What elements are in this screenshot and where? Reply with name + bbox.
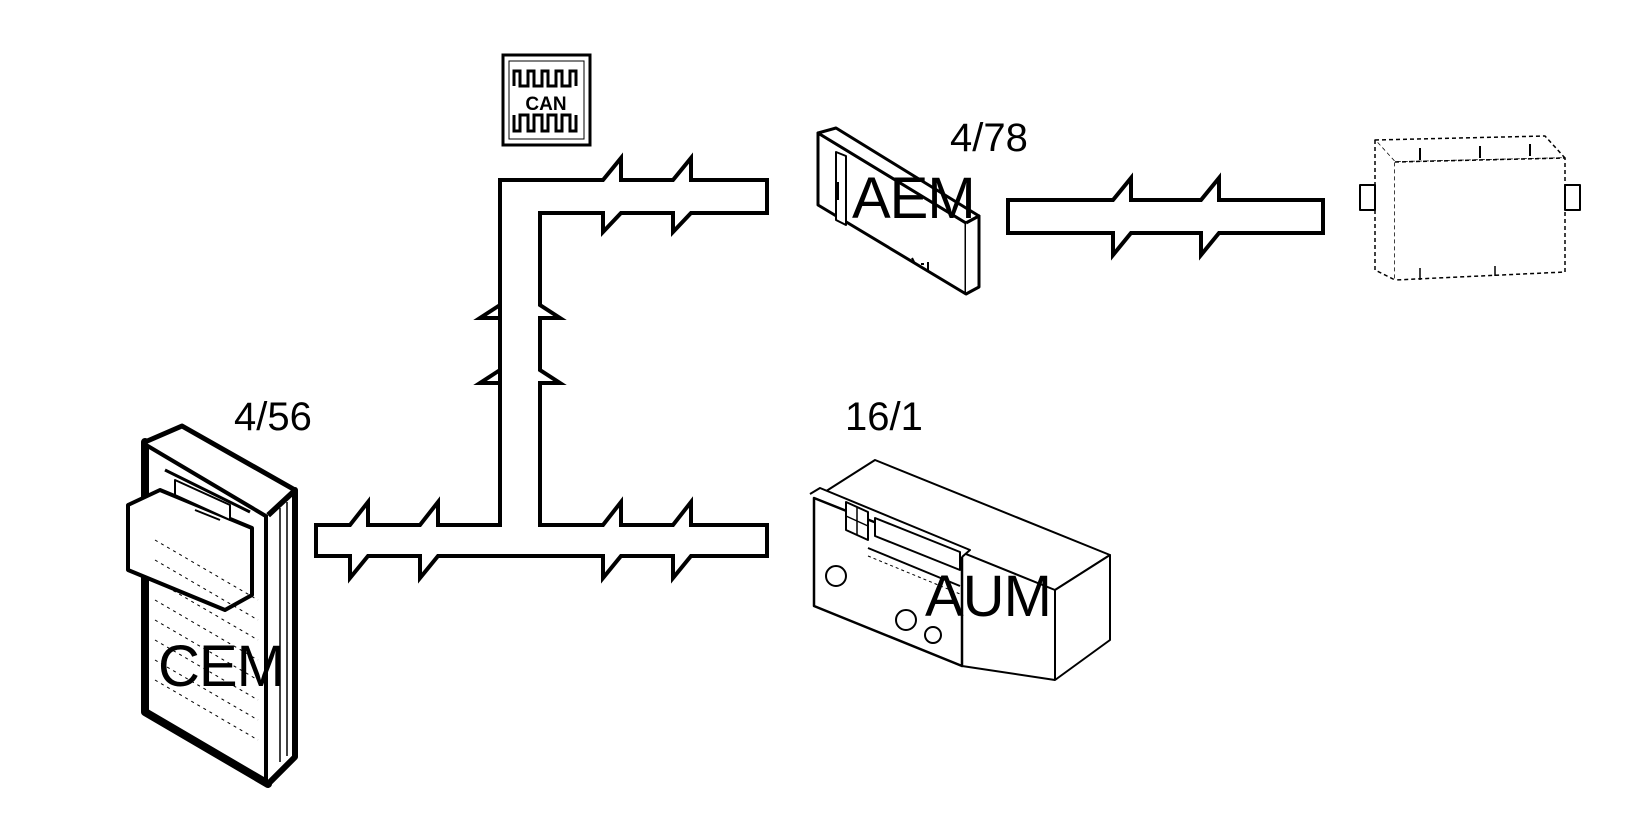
module-box-icon bbox=[816, 126, 981, 296]
cem-code-label: 4/56 bbox=[234, 395, 312, 439]
control-module-icon bbox=[126, 423, 298, 788]
aem-code-label: 4/78 bbox=[950, 116, 1028, 160]
aem-name-label: AEM bbox=[852, 166, 976, 231]
cem-name-label: CEM bbox=[158, 634, 285, 699]
can-bus-lines bbox=[314, 152, 769, 584]
radio-unit-icon bbox=[809, 459, 1111, 681]
aem-extension-link bbox=[1006, 172, 1325, 261]
can-label: CAN bbox=[525, 94, 566, 115]
aum-code-label: 16/1 bbox=[845, 395, 923, 439]
aum-name-label: AUM bbox=[925, 564, 1052, 629]
connector-housing-icon bbox=[1359, 135, 1581, 281]
can-bus-icon: CAN bbox=[501, 53, 592, 147]
